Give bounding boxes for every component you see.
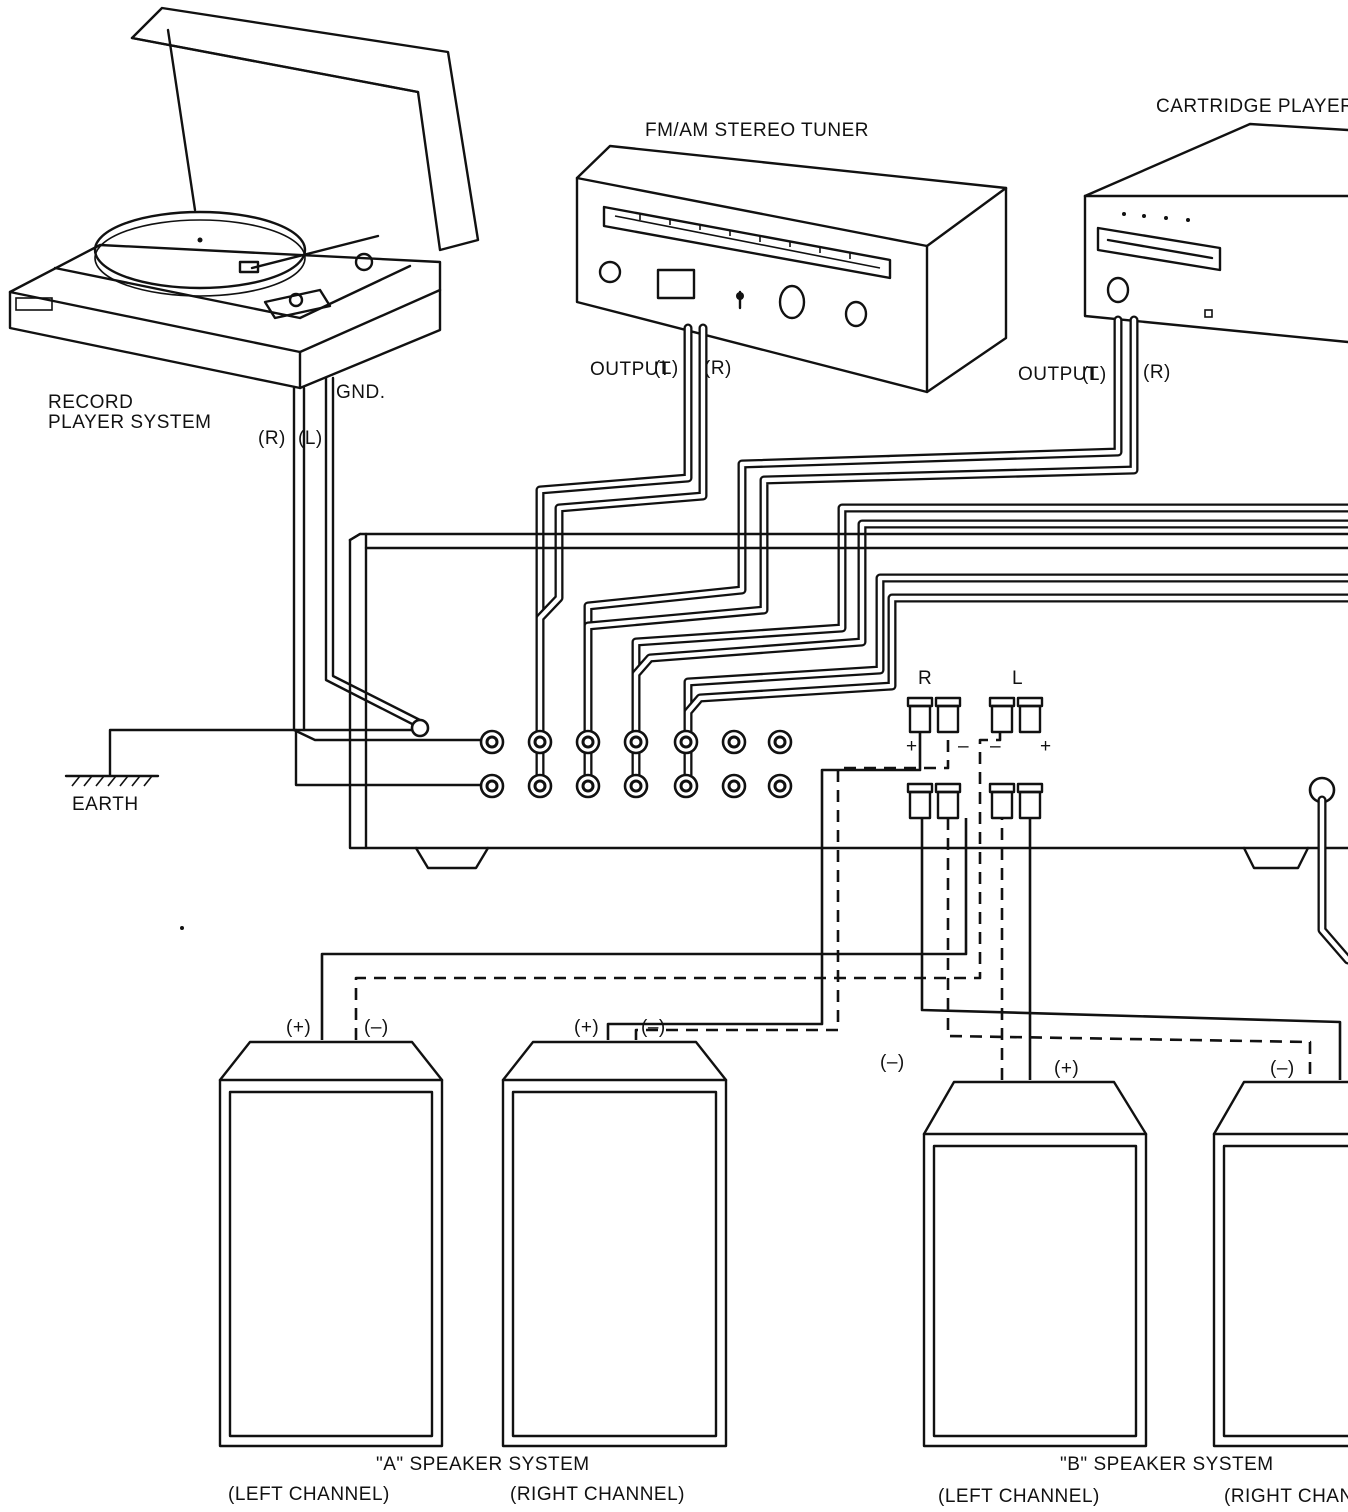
b-left-minus-label: (–): [880, 1052, 905, 1073]
terminal-l-minus: –: [990, 736, 1001, 757]
record-r-label: (R): [258, 428, 286, 449]
amplifier: [348, 532, 1348, 870]
a-right-channel-label: (RIGHT CHANNEL): [510, 1484, 685, 1505]
speaker-wires: [320, 732, 1342, 1080]
record-player: [8, 6, 482, 787]
speaker-a-left: [218, 1040, 444, 1448]
tuner-output-label: OUTPUT: [590, 359, 671, 380]
tuner-l-label: (L): [654, 358, 679, 379]
jack-row-bottom: [479, 773, 793, 799]
ground-terminal: [410, 718, 430, 738]
a-system-label: "A" SPEAKER SYSTEM: [376, 1454, 590, 1475]
a-right-plus-label: (+): [574, 1017, 599, 1038]
speaker-b-left: [922, 1080, 1148, 1448]
cart-r-label: (R): [1143, 362, 1171, 383]
gnd-label: GND.: [336, 382, 386, 403]
earth-label: EARTH: [72, 794, 139, 815]
input-jacks: [479, 729, 793, 799]
record-player-label-line1: RECORD: [48, 392, 133, 413]
speaker-terminals: [906, 696, 1044, 820]
signal-cables: [348, 315, 1348, 965]
b-left-channel-label: (LEFT CHANNEL): [938, 1486, 1100, 1507]
a-left-plus-label: (+): [286, 1017, 311, 1038]
record-player-label-line2: PLAYER SYSTEM: [48, 412, 211, 433]
earth-symbol: [64, 718, 430, 787]
fm-am-tuner: [575, 144, 1008, 394]
b-left-plus-label: (+): [1054, 1058, 1079, 1079]
a-right-minus-label: (–): [641, 1017, 666, 1038]
tuner-r-label: (R): [704, 358, 732, 379]
cartridge-title: CARTRIDGE PLAYER: [1156, 96, 1348, 117]
b-right-minus-label: (–): [1270, 1058, 1295, 1079]
terminal-r-minus: –: [958, 736, 969, 757]
record-l-label: (L): [298, 428, 323, 449]
terminal-l-plus: +: [1040, 736, 1052, 757]
terminal-r-plus: +: [906, 736, 918, 757]
b-right-channel-label: (RIGHT CHANNEL): [1224, 1486, 1348, 1507]
terminal-l-label: L: [1012, 668, 1023, 689]
cartridge-player: [1083, 122, 1348, 344]
cart-l-label: (L): [1082, 364, 1107, 385]
speaker-a-right: [501, 1040, 728, 1448]
tuner-title: FM/AM STEREO TUNER: [645, 120, 869, 141]
speaker-b-right: [1212, 1080, 1348, 1448]
a-left-channel-label: (LEFT CHANNEL): [228, 1484, 390, 1505]
a-left-minus-label: (–): [364, 1017, 389, 1038]
terminal-r-label: R: [918, 668, 932, 689]
jack-row-top: [479, 729, 793, 755]
b-system-label: "B" SPEAKER SYSTEM: [1060, 1454, 1274, 1475]
cartridge-output-label: OUTPUT: [1018, 364, 1099, 385]
